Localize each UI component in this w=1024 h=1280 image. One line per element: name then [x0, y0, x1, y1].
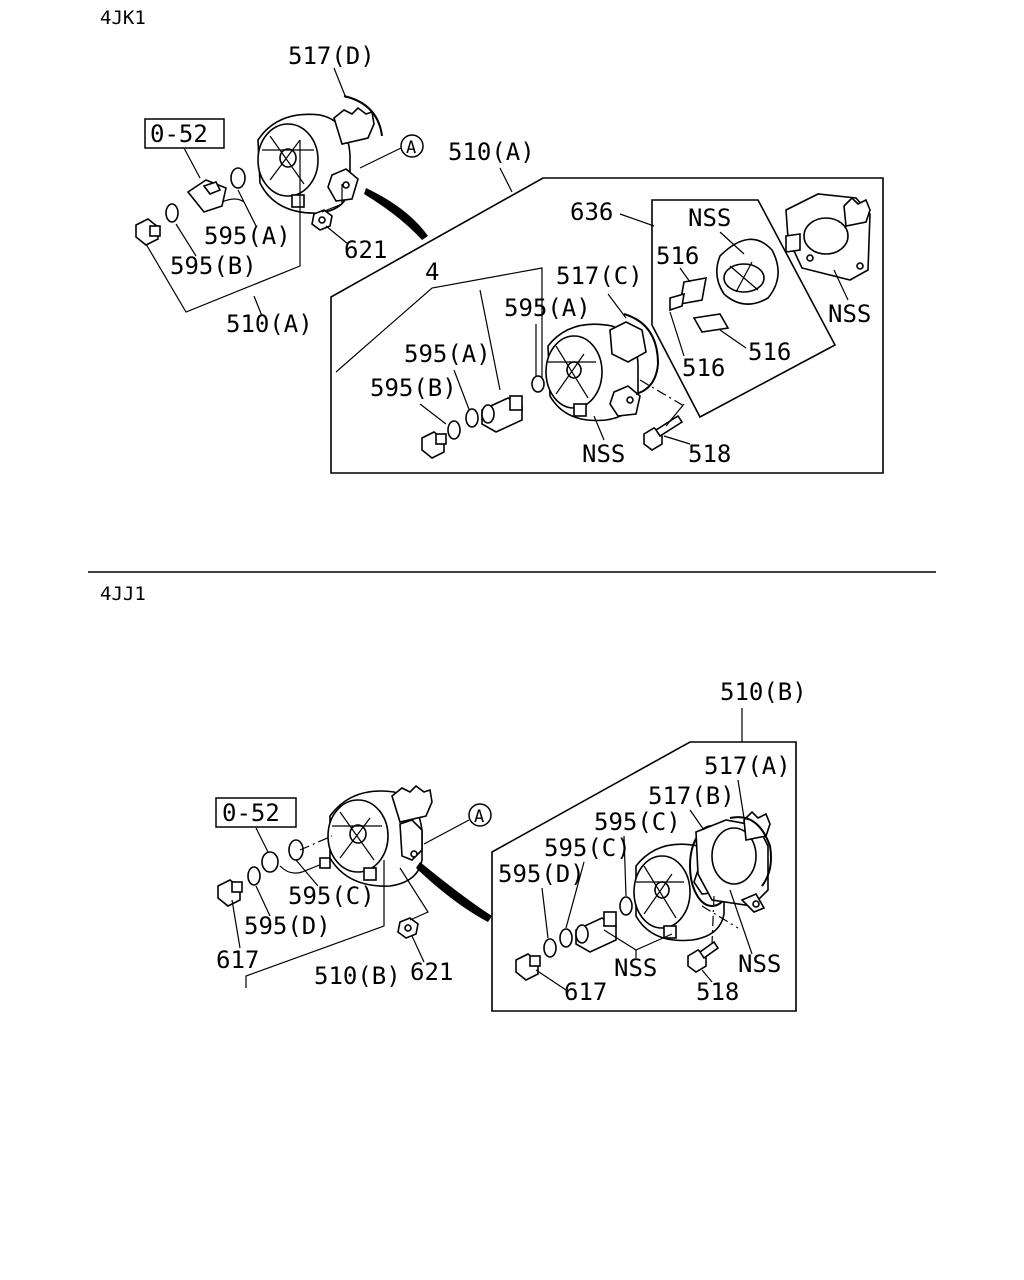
plug-bolt-bottom [217, 879, 243, 907]
label-516-a: 516 [656, 242, 699, 270]
label-595c-inner-1: 595(C) [594, 808, 681, 836]
rear-housing-top [785, 193, 871, 281]
label-617-inner: 617 [564, 978, 607, 1006]
ref-box-0-52-top-text: 0-52 [150, 120, 208, 148]
label-621-top: 621 [344, 236, 387, 264]
arrow-to-detail-bottom [416, 862, 492, 922]
ref-box-0-52-bottom-text: 0-52 [222, 799, 280, 827]
circle-marker-a-top[interactable] [400, 134, 424, 158]
label-516-c: 516 [682, 354, 725, 382]
label-nss-bottom-2: NSS [738, 950, 781, 978]
label-510a-top: 510(A) [448, 138, 535, 166]
label-595b-top-left: 595(B) [170, 252, 257, 280]
label-518-bottom: 518 [696, 978, 739, 1006]
vane-516-b [692, 313, 730, 333]
label-595a-inner-2: 595(A) [504, 294, 591, 322]
label-nss-bottom-1: NSS [614, 954, 657, 982]
connector-part-top [186, 179, 245, 213]
label-595b-inner: 595(B) [370, 374, 457, 402]
section-4jk1: 4JK1 0-52 [100, 7, 884, 474]
bolt-518-top [643, 414, 684, 451]
label-595d-inner: 595(D) [498, 860, 585, 888]
detail-box-510b: 510(B) [491, 678, 807, 1012]
arrow-to-detail-top [364, 188, 428, 240]
engine-label-4jk1: 4JK1 [100, 7, 146, 29]
label-nss-top: NSS [688, 204, 731, 232]
circle-marker-a-bottom[interactable] [468, 803, 492, 827]
bolt-518-bottom [687, 940, 720, 973]
label-517c: 517(C) [556, 262, 643, 290]
label-595c-left: 595(C) [288, 882, 375, 910]
o-ring-517c [623, 313, 660, 395]
label-510b-left: 510(B) [314, 962, 401, 990]
section-4jj1: 4JJ1 0-52 A [100, 583, 807, 1012]
plug-bolt-top [135, 218, 161, 246]
label-517d: 517(D) [288, 42, 375, 70]
label-518-top: 518 [688, 440, 731, 468]
circle-marker-a-bottom-text: A [474, 807, 484, 827]
valve-part-inner-top [481, 395, 523, 433]
detail-box-510a: 510(A) [330, 138, 884, 474]
label-4: 4 [425, 258, 439, 286]
pump-body-inner-top [545, 321, 647, 422]
o-ring-517a [729, 816, 772, 887]
vacuum-pump-assembly-top [257, 106, 375, 214]
washer-595b-top [165, 203, 179, 223]
label-517a: 517(A) [704, 752, 791, 780]
label-nss-right: NSS [828, 300, 871, 328]
label-617-left: 617 [216, 946, 259, 974]
ref-box-0-52-bottom[interactable] [215, 797, 297, 828]
washer-595a-top [230, 167, 246, 189]
engine-label-4jj1: 4JJ1 [100, 583, 146, 605]
label-510b-top: 510(B) [720, 678, 807, 706]
valve-part-inner-bottom [575, 911, 617, 953]
vacuum-pump-assembly-bottom [327, 784, 433, 887]
label-636: 636 [570, 198, 613, 226]
rotor-part [716, 238, 779, 305]
label-595a-top-left: 595(A) [204, 222, 291, 250]
label-517b: 517(B) [648, 782, 735, 810]
circle-marker-a-top-text: A [406, 138, 416, 158]
plug-bolt-inner-bottom [515, 953, 541, 981]
label-516-b: 516 [748, 338, 791, 366]
label-621-bottom: 621 [410, 958, 453, 986]
plug-bolt-inner-top [421, 431, 447, 459]
label-595d-left: 595(D) [244, 912, 331, 940]
label-nss-mid: NSS [582, 440, 625, 468]
label-510a-top-left: 510(A) [226, 310, 313, 338]
label-595a-inner-1: 595(A) [404, 340, 491, 368]
kit-box-636: 636 [570, 198, 837, 419]
vane-516-a [679, 277, 707, 305]
o-ring-517d [343, 95, 383, 137]
label-595c-inner-2: 595(C) [544, 834, 631, 862]
